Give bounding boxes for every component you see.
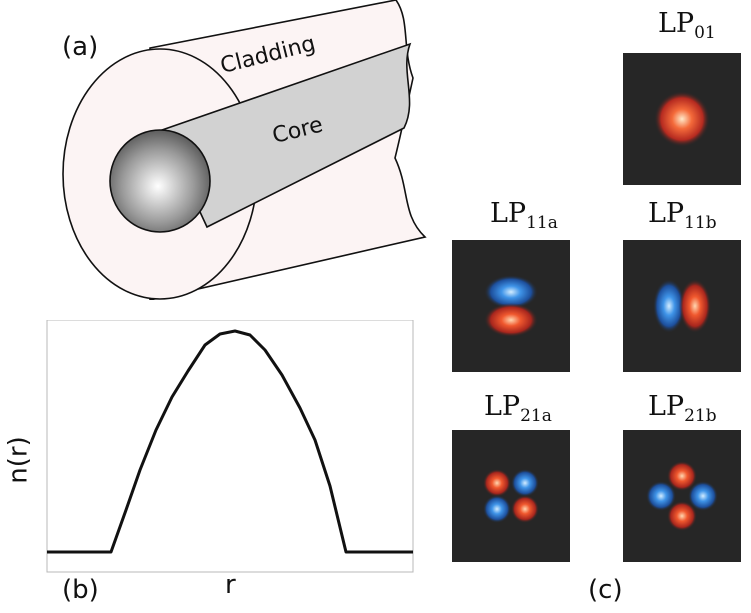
mode-title-lp11b: LP11b <box>648 198 717 233</box>
mode-image-lp11b <box>623 240 741 372</box>
mode-lobe-positive <box>511 495 539 523</box>
y-axis-label: n(r) <box>3 436 34 484</box>
panel-c-label: (c) <box>588 575 623 605</box>
mode-lobe-positive <box>667 461 697 491</box>
mode-title-lp21b: LP21b <box>648 391 717 426</box>
index-profile-plot <box>46 320 414 573</box>
core-body <box>160 42 412 229</box>
fiber-diagram <box>62 0 427 300</box>
mode-lobe-positive <box>679 279 711 333</box>
x-axis-label: r <box>225 570 236 600</box>
core-face <box>109 129 211 233</box>
mode-lobe-positive <box>484 303 538 337</box>
mode-lobe-negative <box>688 481 718 511</box>
mode-lobe-negative <box>483 495 511 523</box>
mode-image-lp21b <box>623 430 741 562</box>
mode-lobe <box>654 91 710 147</box>
mode-lobe-negative <box>653 279 685 333</box>
mode-title-lp11a: LP11a <box>490 198 558 233</box>
index-profile-curve <box>47 329 413 554</box>
mode-lobe-positive <box>483 469 511 497</box>
mode-title-lp21a: LP21a <box>484 391 552 426</box>
mode-lobe-negative <box>646 481 676 511</box>
mode-lobe-negative <box>484 275 538 309</box>
mode-lobe-negative <box>511 469 539 497</box>
mode-image-lp01 <box>623 53 741 185</box>
panel-a-label: (a) <box>62 32 99 62</box>
mode-lobe-positive <box>667 501 697 531</box>
mode-image-lp11a <box>452 240 570 372</box>
mode-title-lp01: LP01 <box>658 8 716 43</box>
plot-frame <box>46 320 414 573</box>
panel-b-label: (b) <box>62 575 99 605</box>
mode-image-lp21a <box>452 430 570 562</box>
